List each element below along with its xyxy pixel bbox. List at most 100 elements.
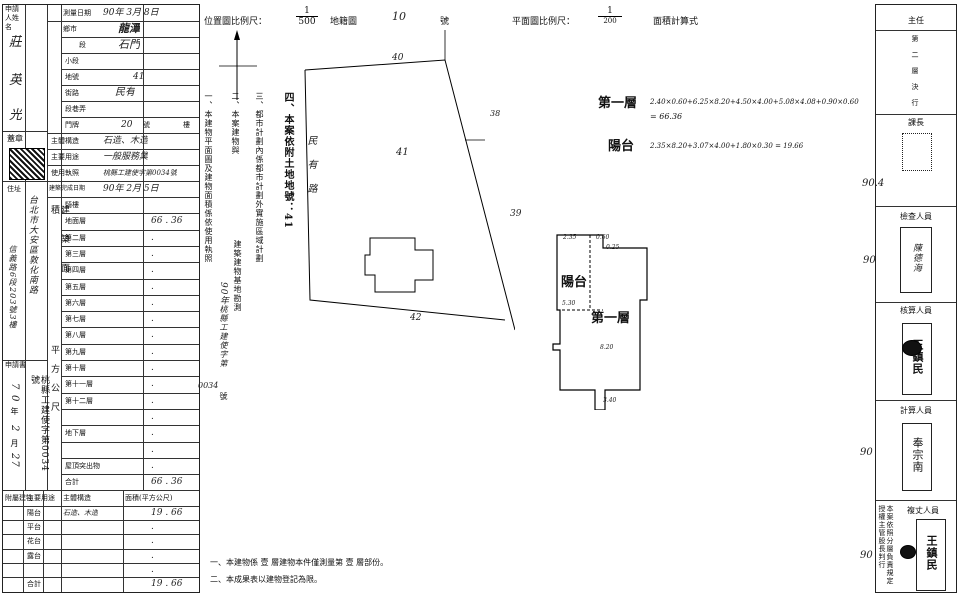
site-map [219, 30, 515, 331]
checker-name: 陳德海 [911, 243, 921, 273]
use-label: 主要用途 [51, 153, 79, 161]
location-scale-numerator: 1 [296, 6, 318, 17]
attached-column-divider [61, 490, 62, 592]
city-value: 龍潭 [118, 22, 140, 35]
location-scale-label: 位置圖比例尺： [204, 17, 268, 27]
address-handwritten-2: 信義路6段203號3樓 [8, 245, 17, 330]
calc-balcony-label: 陽台 [608, 135, 634, 154]
application-ref-vertical: 桃縣工建使字第0034號 [29, 375, 49, 472]
floor-row-value: . [151, 314, 154, 325]
calc-first-floor-result: = 66.36 [650, 112, 683, 121]
application-date-digit-2: 0 [9, 395, 20, 403]
floor-row-value: . [151, 281, 154, 292]
floor-row-divider [61, 294, 199, 296]
floor-row-divider [61, 278, 199, 280]
floor-row-label: 第二層 [65, 233, 86, 242]
floor-row-value: . [151, 460, 154, 471]
parcel-boundary-left [304, 69, 506, 321]
ink-blot-2 [900, 545, 916, 559]
dept-floor-1: 第 [911, 35, 919, 43]
floor-row-value: . [151, 428, 154, 439]
note-3: 三、都市計劃內係都市計劃外實施區域計劃 [255, 92, 264, 263]
applicant-seal-stamp [9, 148, 45, 180]
attached-row-divider [3, 577, 199, 578]
applicant-name-char-3: 光 [9, 108, 23, 123]
floor-row-label: 第九層 [65, 347, 86, 356]
calculator2-name: 奉宗南 [911, 437, 924, 473]
applicant-name-char-1: 莊 [9, 35, 23, 50]
note-survey: 建築建物基地勘測 [233, 240, 242, 312]
door-label: 門牌 [65, 121, 79, 129]
lot-map-label: 地籍圖 [330, 17, 358, 27]
attached-row-value: 19 . 66 [151, 579, 183, 589]
address-label: 住址 [7, 185, 21, 193]
calculator1-seal: 王鎮民 [902, 323, 932, 395]
section-chief-label: 課長 [908, 118, 924, 127]
area-calc-label: 面積計算式 [653, 17, 699, 27]
address-handwritten: 台北市大安區敦化南路 [27, 195, 37, 295]
note-2: 二、本案建物與 [231, 92, 240, 155]
floor-row-value: . [151, 379, 154, 390]
plan-balcony-label: 陽台 [561, 275, 588, 290]
section-chief-seal [902, 133, 932, 171]
completion-label: 建築完成日期 [49, 185, 86, 192]
lot-value: 41 [133, 72, 145, 82]
attached-row-label: 平台 [27, 523, 41, 532]
seal-label: 蓋章 [7, 134, 23, 143]
attached-row-structure: 石造、木造 [63, 509, 98, 517]
margin-number-1: 90.4 [862, 178, 885, 189]
calculator2-label: 計算人員 [900, 406, 932, 415]
floor-row-divider [61, 311, 199, 313]
checker-label: 檢查人員 [900, 212, 932, 221]
application-date-month: 月 [10, 439, 19, 448]
attached-row-value: 19 . 66 [151, 508, 183, 518]
attached-row-label: 花台 [27, 537, 41, 546]
attached-row-value: . [151, 550, 154, 561]
calc-first-floor-title: 第一層 [598, 96, 638, 111]
use-value: 一般服務業 [103, 152, 149, 162]
calc-first-floor-label: 第一層 [598, 92, 637, 111]
attached-header-cell: 主體構造 [63, 494, 91, 502]
floor-row-value: . [151, 330, 154, 341]
note-hand-year: 90年 [218, 282, 228, 306]
plan-scale-numerator: 1 [598, 6, 622, 17]
plan-dim-1: 2.35 [563, 234, 577, 241]
section-value: 石門 [118, 38, 140, 51]
margin-number-2: 90 [863, 255, 876, 266]
lane-label: 段巷弄 [65, 105, 86, 113]
note-hand-suffix: 號 [219, 392, 228, 401]
attached-row-label: 合計 [27, 580, 41, 588]
applicant-book-label: 申請書 [5, 361, 26, 369]
lot-map-suffix: 號 [440, 17, 450, 27]
floor-row-value: . [151, 411, 154, 422]
dept-floor-4: 決 [911, 83, 919, 91]
floor-suffix: 樓 [183, 121, 190, 129]
street-value: 民有 [115, 87, 135, 98]
application-date-digit-3: 2 [9, 425, 20, 433]
door-suffix: 號 [143, 121, 150, 129]
floor-row-label: 第四層 [65, 266, 86, 275]
site-lot-41: 41 [396, 147, 409, 158]
attached-row-value: . [151, 522, 154, 533]
note-hand-license: 桃縣工建使字第 [219, 305, 228, 368]
site-lot-42: 42 [410, 313, 422, 323]
attached-row-divider [3, 506, 199, 507]
applicant-name-char-2: 英 [9, 73, 23, 88]
street-label: 街路 [65, 89, 79, 97]
margin-number-3: 90 [860, 447, 873, 458]
floor-row-value: 66 . 36 [151, 477, 183, 488]
attached-row-value: . [151, 536, 154, 547]
application-date-digit-1: 7 [9, 383, 20, 391]
attached-row-label: 陽台 [27, 509, 41, 517]
floor-row-divider [61, 262, 199, 264]
floor-row-label: 地面層 [65, 217, 86, 226]
attached-header-cell: 附屬建物 [5, 494, 33, 502]
survey-date: 90年 3月 8日 [103, 8, 159, 18]
floor-row-divider [61, 376, 199, 378]
license-value: 桃縣工建使字第0034號 [103, 169, 177, 177]
city-label: 鄉市 [63, 25, 77, 33]
lot-label: 地號 [65, 73, 79, 81]
plan-first-floor-label: 第一層 [591, 311, 631, 326]
floor-row-label: 第五層 [65, 282, 86, 291]
